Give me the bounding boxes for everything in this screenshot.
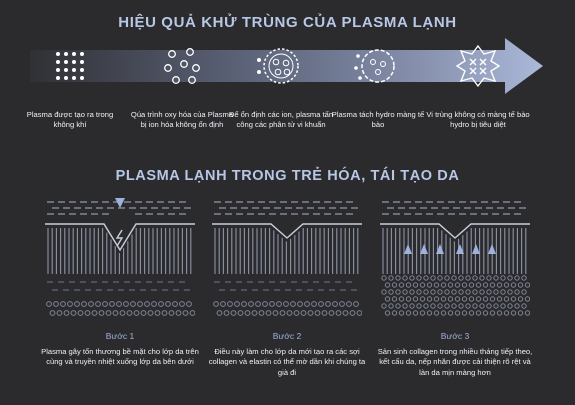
subcutaneous-dots (213, 301, 362, 316)
stage-caption-4: Plasma tách hydro màng tế bào (331, 110, 425, 129)
rejuvenation-title: PLASMA LẠNH TRONG TRẺ HÓA, TÁI TẠO DA (115, 168, 460, 184)
ion-cluster-icon (164, 48, 200, 84)
dermis-fibers (47, 228, 192, 274)
stage-caption-5: Vi trùng không có màng tế bào hydro bị t… (426, 110, 530, 129)
lightning-icon (115, 229, 124, 247)
process-arrow (30, 38, 543, 94)
disinfection-title: HIỆU QUẢ KHỬ TRÙNG CỦA PLASMA LẠNH (118, 14, 457, 31)
epidermis-layer (47, 201, 191, 215)
stage-caption-1: Plasma được tạo ra trong không khí (26, 110, 114, 129)
epidermis-layer (214, 201, 358, 215)
step-description-3: Sản sinh collagen trong nhiều tháng tiếp… (377, 347, 533, 377)
stage-caption-3: Để ổn định các ion, plasma tấn công các … (228, 110, 334, 129)
step-title-2: Bước 2 (272, 331, 302, 341)
plasma-dots-icon (56, 52, 84, 80)
collagen-growth-arrows (404, 244, 496, 254)
subcutaneous-dots (46, 301, 195, 316)
skin-panel-step-2 (212, 201, 362, 316)
dead-germ-icon (455, 44, 501, 88)
subcutaneous-dots (381, 275, 530, 316)
epidermis-layer (382, 201, 526, 215)
skin-panel-step-1 (45, 198, 195, 316)
dermis-fibers (382, 228, 527, 274)
step-title-1: Bước 1 (105, 331, 135, 341)
step-description-1: Plasma gây tổn thương bề mặt cho lớp da … (41, 347, 199, 367)
membrane-split-icon (354, 49, 395, 83)
bacteria-cell-icon (257, 48, 299, 84)
stage-caption-2: Qúa trình oxy hóa của Plasma bị ion hóa … (130, 110, 234, 129)
plasma-triangle-icon (115, 198, 125, 208)
skin-panel-step-3 (380, 201, 530, 316)
step-title-3: Bước 3 (440, 331, 470, 341)
dermis-fibers (214, 228, 359, 274)
step-description-2: Điều này làm cho lớp da mới tạo ra các s… (208, 347, 366, 377)
